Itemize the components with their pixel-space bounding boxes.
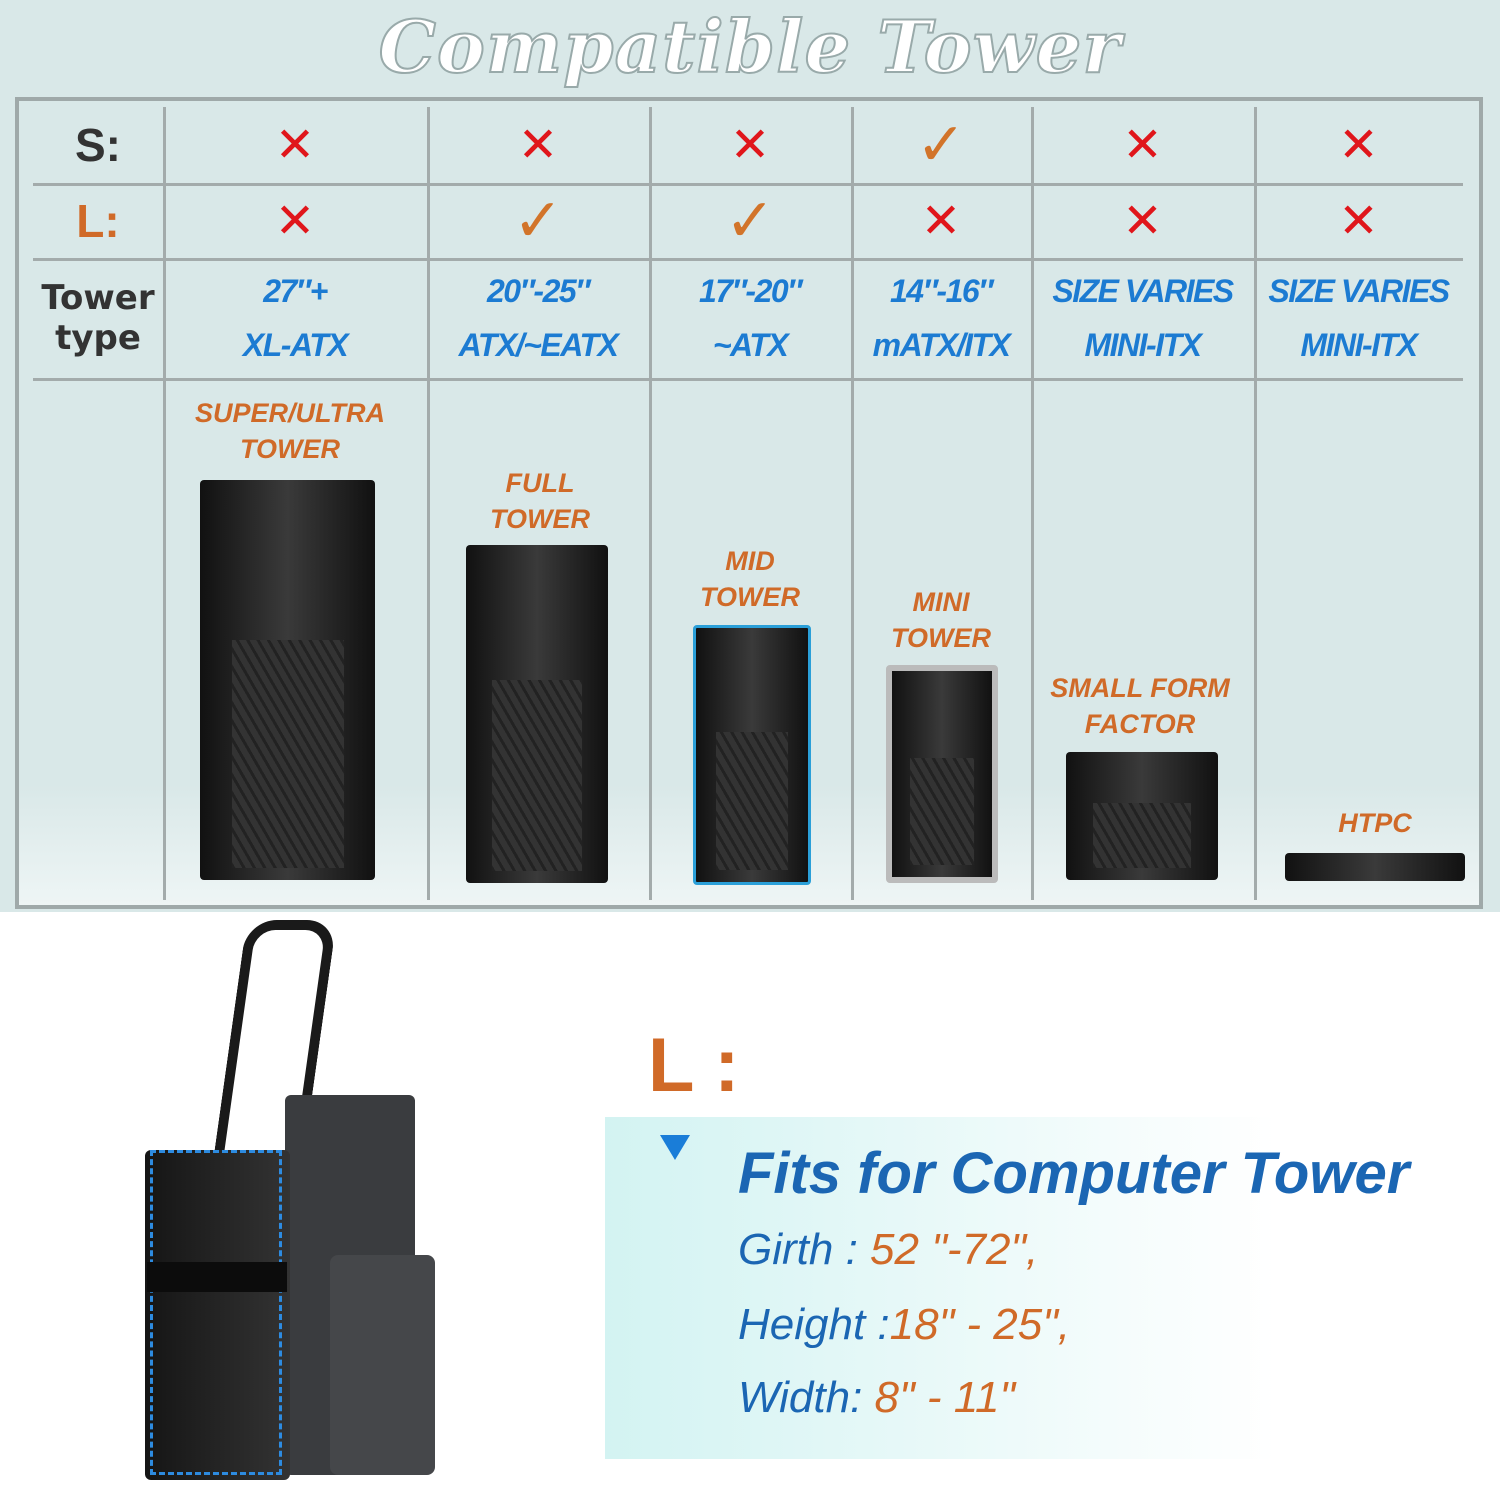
- row-label-type: Tower: [41, 278, 155, 318]
- tower-name: MINI TOWER: [841, 584, 1041, 656]
- tower-name-line: TOWER: [891, 623, 991, 653]
- cross-icon: ✕: [274, 117, 316, 173]
- tower-case-image: [693, 625, 811, 885]
- tower-name-line: TOWER: [490, 504, 590, 534]
- check-icon: ✓: [512, 185, 564, 256]
- tower-name-line: FACTOR: [1084, 709, 1196, 739]
- cross-icon: ✕: [1122, 117, 1163, 173]
- width-line: Width: 8" - 11": [738, 1373, 1015, 1423]
- column-divider: [649, 107, 652, 900]
- girth-value: 52 "-72",: [870, 1225, 1039, 1274]
- tower-name-line: MID: [725, 546, 775, 576]
- cross-icon: ✕: [920, 192, 962, 249]
- row-header: L:: [33, 183, 163, 258]
- size-label: L :: [648, 1023, 740, 1108]
- check-icon: ✓: [915, 110, 967, 180]
- s-compatibility: ✕: [163, 107, 427, 183]
- tower-size: 14″-16″: [890, 273, 994, 309]
- tower-case-image: [886, 665, 998, 883]
- tower-type-cell: SIZE VARIES MINI-ITX: [1254, 258, 1463, 378]
- tower-name-line: MINI: [912, 587, 970, 617]
- height-label: Height :: [738, 1300, 890, 1349]
- tower-size: 17″-20″: [699, 273, 803, 309]
- height-value: 18" - 25",: [889, 1300, 1071, 1349]
- tower-name-line: TOWER: [240, 434, 340, 464]
- l-compatibility: ✕: [163, 183, 427, 258]
- tower-case-image: [466, 545, 608, 883]
- l-compatibility: ✓: [427, 183, 649, 258]
- page-title: Compatible Tower: [378, 3, 1122, 90]
- l-compatibility: ✕: [1254, 183, 1463, 258]
- tower-name-line: TOWER: [700, 582, 800, 612]
- tower-name-line: SUPER/ULTRA: [194, 398, 385, 428]
- cross-icon: ✕: [517, 117, 559, 173]
- tower-type-cell: 20″-25″ ATX/~EATX: [427, 258, 649, 378]
- row-header: S:: [33, 107, 163, 183]
- width-label: Width:: [738, 1373, 875, 1422]
- tower-size: SIZE VARIES: [1268, 273, 1450, 309]
- form-factor: ~ATX: [712, 327, 789, 363]
- tower-type-cell: 14″-16″ mATX/ITX: [851, 258, 1031, 378]
- column-divider: [163, 107, 166, 900]
- row-divider: [33, 378, 1463, 381]
- tower-case-image: [200, 480, 375, 880]
- tower-case-image: [1066, 752, 1218, 880]
- column-divider: [427, 107, 430, 900]
- tower-name-line: FULL: [505, 468, 575, 498]
- tower-name: FULL TOWER: [440, 465, 640, 537]
- form-factor: ATX/~EATX: [458, 327, 619, 363]
- l-compatibility: ✓: [649, 183, 851, 258]
- tower-name: HTPC: [1275, 805, 1475, 841]
- column-divider: [851, 107, 854, 900]
- cross-icon: ✕: [1338, 192, 1379, 249]
- tower-name-line: HTPC: [1338, 808, 1412, 838]
- check-icon: ✓: [724, 185, 776, 256]
- row-label-l: L:: [76, 194, 120, 247]
- column-divider: [1031, 107, 1034, 900]
- spec-heading: Fits for Computer Tower: [738, 1141, 1410, 1206]
- cross-icon: ✕: [274, 192, 316, 249]
- tower-name: SMALL FORM FACTOR: [1040, 670, 1240, 742]
- s-compatibility: ✓: [851, 107, 1031, 183]
- l-compatibility: ✕: [851, 183, 1031, 258]
- girth-label: Girth :: [738, 1225, 871, 1274]
- column-divider: [1254, 107, 1257, 900]
- row-label-s: S:: [75, 119, 121, 171]
- l-compatibility: ✕: [1031, 183, 1254, 258]
- tower-type-cell: SIZE VARIES MINI-ITX: [1031, 258, 1254, 378]
- s-compatibility: ✕: [427, 107, 649, 183]
- tower-name: SUPER/ULTRA TOWER: [185, 395, 395, 467]
- form-factor: mATX/ITX: [872, 327, 1011, 363]
- tower-type-cell: 27″+ XL-ATX: [163, 258, 427, 378]
- height-line: Height :18" - 25",: [738, 1300, 1070, 1350]
- spec-box: [605, 1117, 1500, 1459]
- row-divider: [33, 258, 1463, 261]
- form-factor: XL-ATX: [242, 327, 349, 363]
- tower-case-image: [1285, 853, 1465, 881]
- cross-icon: ✕: [1338, 117, 1379, 173]
- row-label-type-2: type: [55, 318, 141, 358]
- row-divider: [33, 183, 1463, 186]
- form-factor: MINI-ITX: [1300, 327, 1418, 363]
- cross-icon: ✕: [729, 117, 771, 173]
- cross-icon: ✕: [1122, 192, 1163, 249]
- tower-type-cell: 17″-20″ ~ATX: [649, 258, 851, 378]
- tower-size: 20″-25″: [487, 273, 591, 309]
- s-compatibility: ✕: [1254, 107, 1463, 183]
- girth-line: Girth : 52 "-72",: [738, 1225, 1038, 1275]
- form-factor: MINI-ITX: [1084, 327, 1202, 363]
- tower-name: MID TOWER: [650, 543, 850, 615]
- tower-size: 27″+: [263, 273, 328, 309]
- s-compatibility: ✕: [649, 107, 851, 183]
- triangle-icon: [660, 1135, 690, 1160]
- tower-size: SIZE VARIES: [1052, 273, 1234, 309]
- tower-name-line: SMALL FORM: [1050, 673, 1230, 703]
- s-compatibility: ✕: [1031, 107, 1254, 183]
- width-value: 8" - 11": [874, 1373, 1016, 1422]
